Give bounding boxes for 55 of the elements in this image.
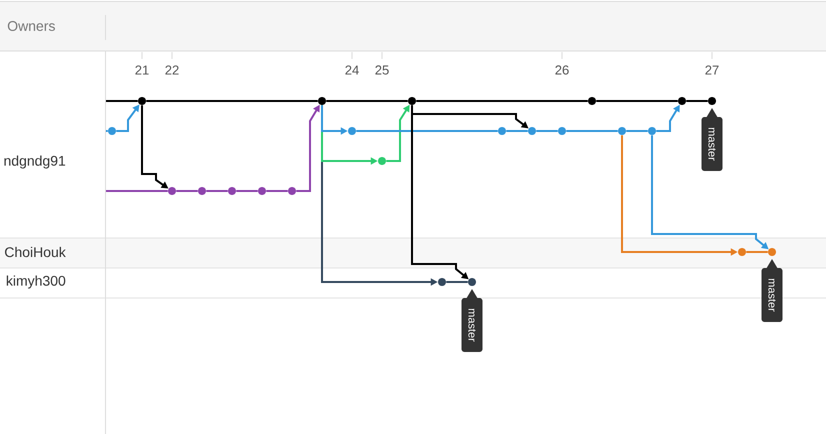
branch-line <box>356 130 498 132</box>
owner-name: kimyh300 <box>6 275 66 289</box>
owner-name: ndgndg91 <box>4 155 66 169</box>
commit-dot <box>648 127 656 135</box>
branch-tag: master <box>762 259 782 322</box>
date-label: 22 <box>165 65 179 75</box>
commit-dot <box>138 97 146 105</box>
branch-line <box>506 130 528 132</box>
branch-line <box>326 100 408 102</box>
branch-tag: master <box>462 289 482 352</box>
commit-dot <box>168 187 176 195</box>
commit-dot <box>498 127 506 135</box>
date-label: 27 <box>705 65 719 75</box>
date-label: 26 <box>555 65 569 75</box>
owner-name: ChoiHouk <box>5 246 66 258</box>
branch-line <box>746 251 768 253</box>
commit-dot <box>408 97 416 105</box>
date-label: 21 <box>135 65 149 75</box>
branch-line <box>566 130 618 132</box>
branch-line <box>446 281 468 283</box>
branch-line <box>626 130 648 132</box>
branch-line <box>106 100 138 102</box>
commit-dot <box>678 97 686 105</box>
commit-dot <box>738 248 746 256</box>
commit-dot <box>108 127 116 135</box>
commit-dot <box>618 127 626 135</box>
branch-line <box>596 100 678 102</box>
branch-tag: master <box>702 108 722 171</box>
commit-dot <box>438 278 446 286</box>
commit-dot <box>378 157 386 165</box>
branch-line <box>686 100 708 102</box>
branch-line <box>106 190 168 192</box>
commit-dot <box>468 278 476 286</box>
commit-dot <box>258 187 266 195</box>
date-label: 24 <box>345 65 359 75</box>
commit-dot <box>228 187 236 195</box>
commit-dot <box>708 97 716 105</box>
branch-line <box>206 190 228 192</box>
branch-line <box>416 100 588 102</box>
commit-dot <box>348 127 356 135</box>
commit-dot <box>288 187 296 195</box>
commit-dot <box>768 248 776 256</box>
commit-dot <box>558 127 566 135</box>
commit-dot <box>318 97 326 105</box>
branch-line <box>236 190 258 192</box>
branch-line <box>146 100 318 102</box>
commit-dot <box>588 97 596 105</box>
branch-line <box>176 190 198 192</box>
branch-line <box>266 190 288 192</box>
date-label: 25 <box>375 65 389 75</box>
branch-line <box>106 130 108 132</box>
commit-dot <box>198 187 206 195</box>
branch-line <box>536 130 558 132</box>
commit-dot <box>528 127 536 135</box>
column-header: Owners <box>8 21 55 31</box>
